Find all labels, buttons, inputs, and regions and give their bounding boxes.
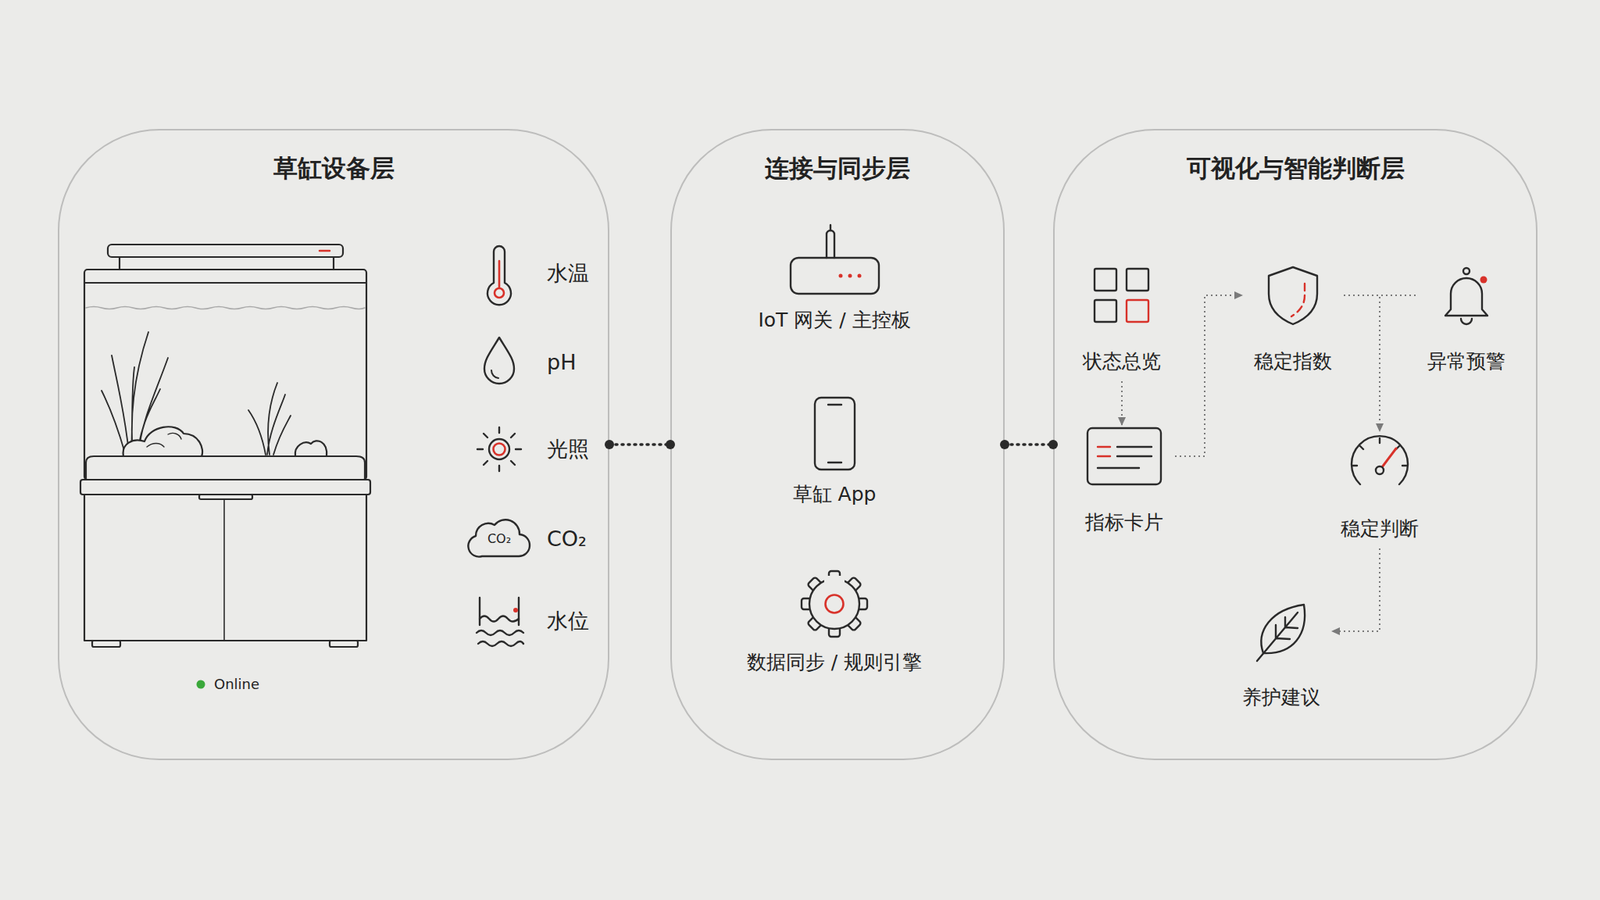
connector <box>1332 548 1380 632</box>
item-label: IoT 网关 / 主控板 <box>757 308 911 333</box>
connector-line <box>1004 442 1054 447</box>
item-label: 水温 <box>546 260 590 286</box>
node-label: 状态总览 <box>1047 348 1197 375</box>
node-label: 异常预警 <box>1392 348 1541 375</box>
function-node: 指标卡片 <box>1073 425 1175 543</box>
node-icon <box>1230 600 1333 663</box>
item-label: CO₂ <box>546 526 587 552</box>
icon-text: CO₂ <box>487 531 511 547</box>
item-label: 数据同步 / 规则引擎 <box>746 650 922 675</box>
connector-dot <box>1048 439 1058 450</box>
item-label: 草缸 App <box>792 482 877 507</box>
panel-title: 连接与同步层 <box>671 152 1004 184</box>
function-node: 稳定指数 <box>1242 264 1344 382</box>
function-node: 稳定判断 <box>1328 431 1431 549</box>
status-dot <box>196 680 206 690</box>
connector <box>1175 295 1243 457</box>
connector <box>1343 295 1380 432</box>
connector-line <box>1343 295 1380 432</box>
layer-panel: 草缸设备层 <box>57 128 610 761</box>
node-label: 养护建议 <box>1207 684 1356 711</box>
item-label: 水位 <box>546 608 590 634</box>
aquarium-illustration <box>80 244 371 647</box>
panel-title: 可视化与智能判断层 <box>1054 152 1536 184</box>
item-label: 光照 <box>546 436 590 462</box>
node-icon <box>1071 264 1173 327</box>
node-icon <box>1242 264 1344 327</box>
node-label: 稳定判断 <box>1305 515 1454 543</box>
node-icon <box>1415 264 1518 327</box>
connector <box>604 439 675 450</box>
sensor-icons <box>467 246 530 647</box>
node-icon <box>1073 425 1175 488</box>
panel-title: 草缸设备层 <box>59 152 608 184</box>
connector-dot <box>665 439 675 450</box>
node-label: 稳定指数 <box>1218 348 1368 375</box>
node-icon <box>1328 431 1431 494</box>
connector-dot <box>1000 439 1010 450</box>
function-node: 状态总览 <box>1071 264 1173 382</box>
connector-line <box>1332 548 1380 632</box>
function-node: 异常预警 <box>1415 264 1518 382</box>
function-node: 养护建议 <box>1230 600 1333 718</box>
connector <box>1121 381 1123 425</box>
connector <box>1343 295 1416 297</box>
node-label: 指标卡片 <box>1050 509 1199 536</box>
item-label: pH <box>546 350 576 375</box>
connector <box>1000 439 1058 450</box>
connector-line <box>1343 294 1416 297</box>
connector-line <box>1121 381 1123 425</box>
item-label: Online <box>214 675 260 693</box>
connector-line <box>609 442 671 447</box>
connector-line <box>1175 295 1243 457</box>
layer-panel: 可视化与智能判断层状态总览稳定指数异常预警指标卡片稳定判断养护建议 <box>1053 128 1538 761</box>
connection-icons <box>790 225 879 637</box>
connector-dot <box>604 439 615 450</box>
